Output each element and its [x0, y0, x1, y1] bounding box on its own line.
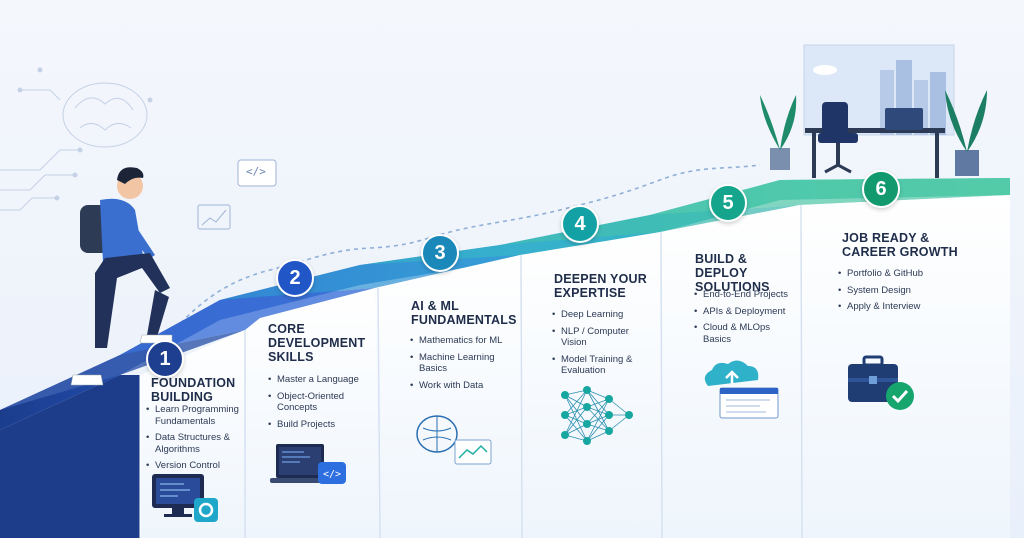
step-6-item: Apply & Interview	[838, 301, 968, 313]
step-3-item: Mathematics for ML	[410, 335, 515, 347]
step-2-title: Core Development Skills	[268, 322, 366, 364]
step-6-item-list: Portfolio & GitHubSystem DesignApply & I…	[838, 268, 968, 318]
code-window-decoration	[237, 159, 277, 187]
step-6-number-badge: 6	[862, 170, 900, 208]
step-5-item: APIs & Deployment	[694, 306, 799, 318]
step-3-title: AI & ML Fundamentals	[411, 299, 517, 327]
svg-text:</>: </>	[323, 469, 341, 480]
step-2-number-badge: 2	[276, 259, 314, 297]
step-1-item-list: Learn Programming FundamentalsData Struc…	[146, 404, 241, 477]
monitor-gear-icon	[150, 470, 230, 535]
office-scene-decoration	[760, 44, 987, 178]
step-1-item: Data Structures & Algorithms	[146, 432, 241, 455]
step-2-item: Master a Language	[268, 374, 373, 386]
step-5-item: End-to-End Projects	[694, 289, 799, 301]
step-1-number-badge: 1	[146, 340, 184, 378]
progress-path	[169, 164, 761, 336]
step-4-item: Deep Learning	[552, 309, 657, 321]
step-5-item-list: End-to-End ProjectsAPIs & DeploymentClou…	[694, 289, 799, 350]
step-3-item: Machine Learning Basics	[410, 352, 515, 375]
step-2-item: Object-Oriented Concepts	[268, 391, 373, 414]
step-3-item: Work with Data	[410, 380, 515, 392]
step-2-item-list: Master a LanguageObject-Oriented Concept…	[268, 374, 373, 435]
step-3-number-badge: 3	[421, 234, 459, 272]
code-tag-icon: </>	[246, 165, 266, 178]
step-6-item: System Design	[838, 285, 968, 297]
step-5-item: Cloud & MLOps Basics	[694, 322, 799, 345]
briefcase-check-icon	[846, 352, 926, 417]
step-4-title: Deepen Your Expertise	[554, 272, 647, 300]
step-1-item: Version Control	[146, 460, 241, 472]
neural-network-icon	[555, 385, 635, 450]
laptop-code-icon: </>	[270, 440, 350, 505]
climbing-person-illustration	[70, 167, 173, 386]
step-4-item-list: Deep LearningNLP / Computer VisionModel …	[552, 309, 657, 382]
step-6-title: Job Ready & Career Growth	[842, 231, 958, 259]
brain-circuit-decoration	[0, 67, 153, 211]
step-1-title: Foundation Building	[151, 376, 236, 404]
step-4-item: Model Training & Evaluation	[552, 354, 657, 377]
cloud-deploy-icon	[700, 360, 780, 425]
step-5-title: Build & Deploy Solutions	[695, 252, 770, 294]
small-chart-decoration	[197, 204, 231, 230]
step-1-item: Learn Programming Fundamentals	[146, 404, 241, 427]
brain-chart-icon	[415, 408, 495, 473]
step-6-item: Portfolio & GitHub	[838, 268, 968, 280]
step-4-item: NLP / Computer Vision	[552, 326, 657, 349]
step-5-number-badge: 5	[709, 184, 747, 222]
step-4-number-badge: 4	[561, 205, 599, 243]
step-2-item: Build Projects	[268, 419, 373, 431]
step-3-item-list: Mathematics for ML Machine Learning Basic…	[410, 335, 515, 396]
